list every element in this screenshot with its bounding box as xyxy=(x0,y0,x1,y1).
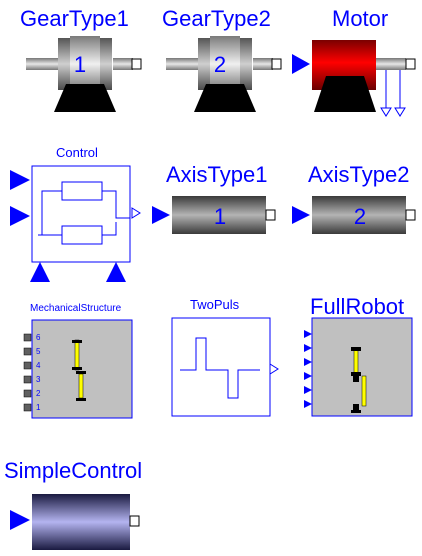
axis-type1-component[interactable]: AxisType1 1 xyxy=(150,160,280,240)
full-robot-component[interactable]: FullRobot xyxy=(298,292,420,422)
component-title: AxisType1 xyxy=(166,162,268,187)
gear-type2-component[interactable]: GearType2 2 xyxy=(158,2,288,117)
component-title: TwoPuls xyxy=(190,297,240,312)
motor-icon xyxy=(292,40,416,117)
component-title: GearType2 xyxy=(162,6,271,31)
output-port-icon xyxy=(131,207,141,219)
component-title: AxisType2 xyxy=(308,162,410,187)
control-block-icon xyxy=(10,165,141,282)
input-port-icon xyxy=(292,54,310,74)
component-title: Control xyxy=(56,145,98,160)
input-port-icon xyxy=(292,206,310,224)
gear-number: 1 xyxy=(74,52,86,77)
component-title: Motor xyxy=(332,6,389,31)
robot-arm-icon xyxy=(351,347,367,413)
simple-control-component[interactable]: SimpleControl xyxy=(4,452,149,554)
component-title: FullRobot xyxy=(310,294,405,319)
input-port-arrows xyxy=(304,330,312,408)
control-component[interactable]: Control xyxy=(8,142,143,282)
pin-label: 5 xyxy=(36,347,41,356)
output-port-icon xyxy=(269,363,279,375)
mechanical-structure-icon: 6 5 4 3 2 1 xyxy=(23,319,133,419)
axis-type2-component[interactable]: AxisType2 2 xyxy=(290,160,420,240)
input-port-icon xyxy=(30,262,50,282)
simple-control-icon xyxy=(10,494,140,550)
pin-label: 6 xyxy=(36,333,41,342)
mechanical-structure-component[interactable]: MechanicalStructure 6 5 4 3 2 1 xyxy=(22,300,142,425)
axis-number: 1 xyxy=(214,204,226,229)
input-port-icon xyxy=(152,206,170,224)
gear-number: 2 xyxy=(214,52,226,77)
two-puls-component[interactable]: TwoPuls xyxy=(170,292,290,422)
robot-arm-icon xyxy=(72,339,86,401)
input-port-icon xyxy=(10,510,30,530)
input-port-icon xyxy=(10,206,30,226)
input-port-icon xyxy=(10,170,30,190)
component-title: MechanicalStructure xyxy=(30,303,122,314)
input-port-icon xyxy=(106,262,126,282)
motor-component[interactable]: Motor xyxy=(290,2,420,122)
pin-label: 2 xyxy=(36,389,41,398)
pin-label: 4 xyxy=(36,361,41,370)
pin-label: 3 xyxy=(36,375,41,384)
component-title: SimpleControl xyxy=(4,458,143,483)
axis-icon: 1 xyxy=(152,196,276,234)
axis-number: 2 xyxy=(354,204,366,229)
full-robot-icon xyxy=(304,317,413,417)
gear-type1-component[interactable]: GearType1 1 xyxy=(18,2,148,117)
pin-label: 1 xyxy=(36,403,41,412)
pulse-signal-icon xyxy=(171,317,279,417)
axis-icon: 2 xyxy=(292,196,416,234)
gear-icon: 2 xyxy=(166,36,282,112)
gear-icon: 1 xyxy=(26,36,142,112)
component-title: GearType1 xyxy=(20,6,129,31)
flange-pins xyxy=(23,333,32,412)
